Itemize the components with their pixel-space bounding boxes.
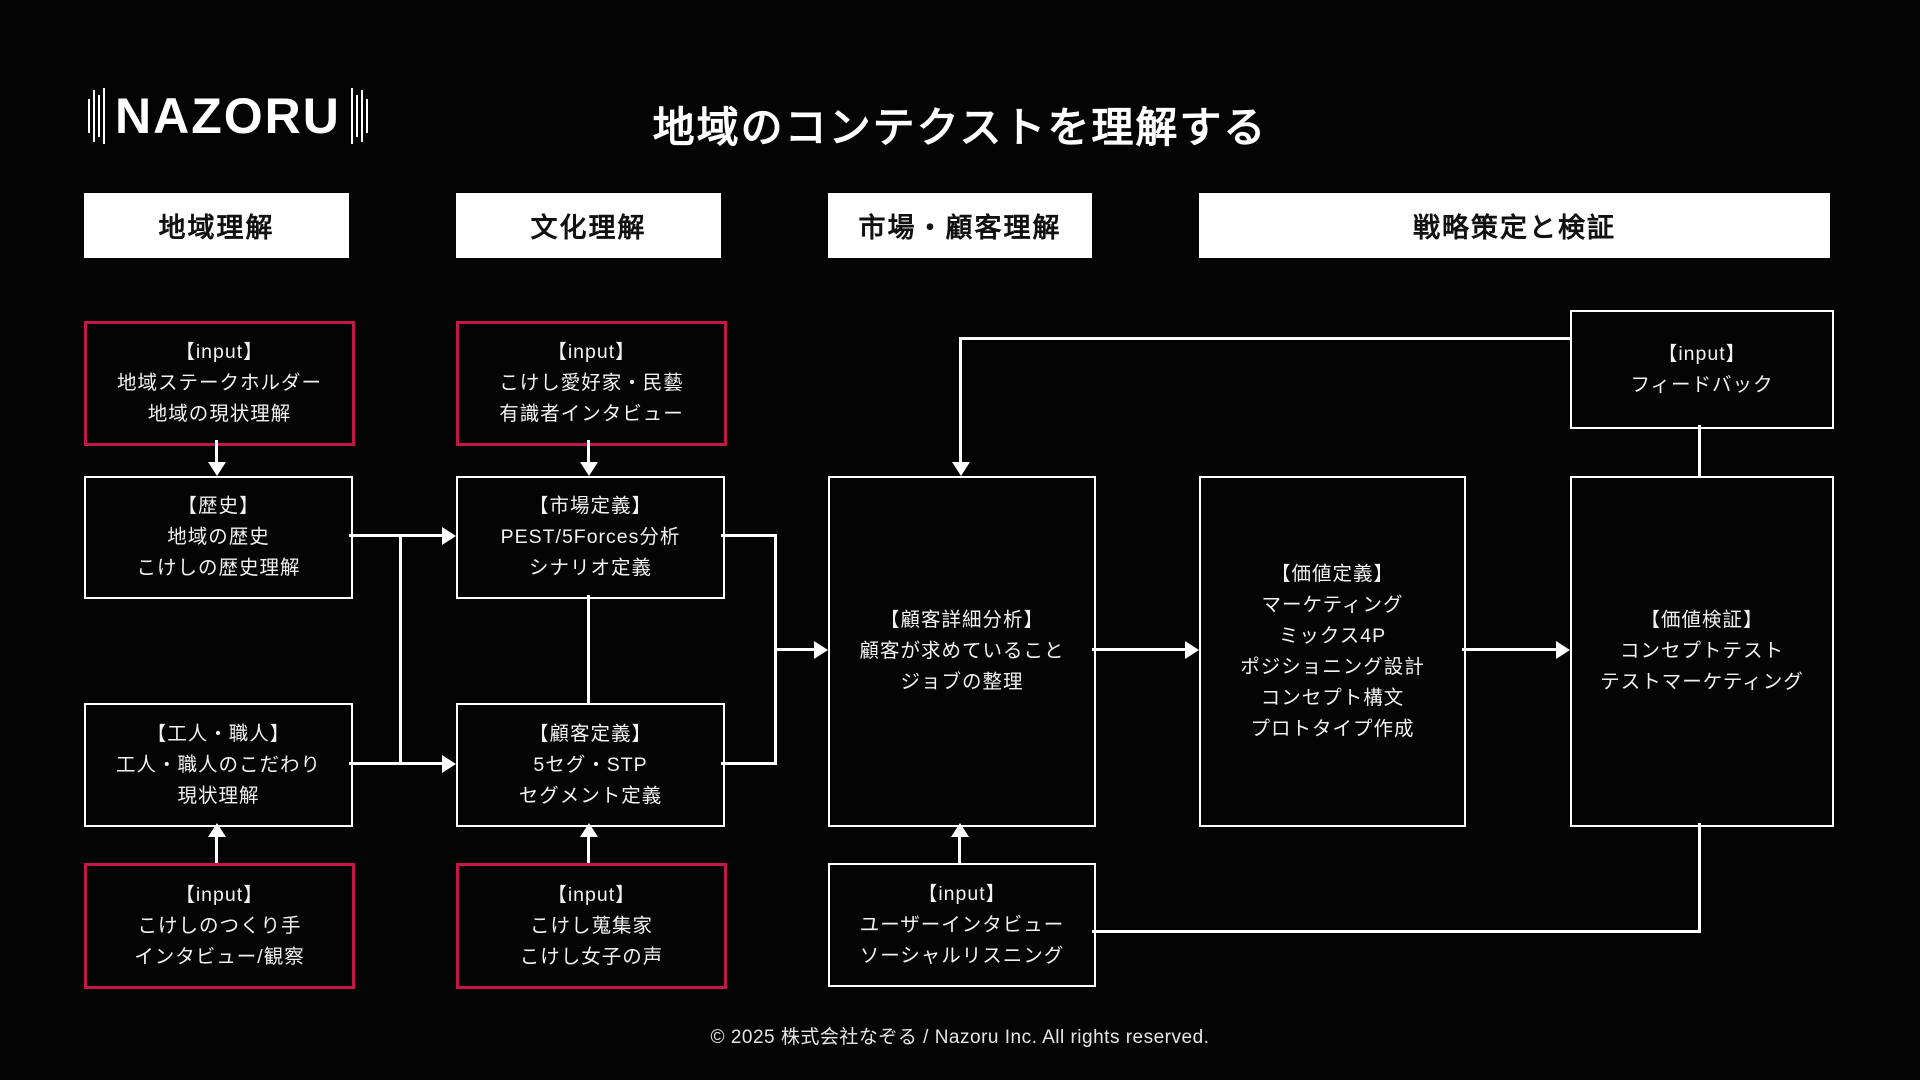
arrowhead-up-icon [951,823,969,837]
logo-text: NAZORU [115,88,341,144]
node-market-definition: 【市場定義】 PEST/5Forces分析 シナリオ定義 [456,476,725,599]
connector-market-to-merge [721,534,777,537]
connector-enthusiast-to-market [587,440,590,464]
arrowhead-down-icon [580,462,598,476]
arrowhead-right-icon [814,640,828,659]
phase-header-region: 地域理解 [84,193,349,258]
connector-valuedef-to-valuetest [1462,648,1557,651]
connector-craftsman-to-customerdef [349,762,444,765]
connector-userinput-to-analysis [958,837,961,863]
connector-collector-to-customerdef [587,837,590,863]
arrowhead-up-icon [208,823,226,837]
node-craftsman: 【工人・職人】 工人・職人のこだわり 現状理解 [84,703,353,827]
connector-crosslink-vertical [399,534,402,765]
arrowhead-up-icon [580,823,598,837]
connector-history-to-market [349,534,444,537]
node-value-test: 【価値検証】 コンセプトテスト テストマーケティング [1570,476,1834,827]
node-customer-analysis: 【顧客詳細分析】 顧客が求めていること ジョブの整理 [828,476,1096,827]
node-input-kokeshi-maker: 【input】 こけしのつくり手 インタビュー/観察 [84,863,355,989]
arrowhead-down-icon [952,462,970,476]
node-input-region-stakeholder: 【input】 地域ステークホルダー 地域の現状理解 [84,321,355,446]
arrowhead-right-icon [1185,640,1199,659]
node-input-enthusiast: 【input】 こけし愛好家・民藝 有識者インタビュー [456,321,727,446]
node-history: 【歴史】 地域の歴史 こけしの歴史理解 [84,476,353,599]
connector-valuetest-to-userinput [1092,930,1701,933]
connector-market-to-customerdef [587,595,590,703]
phase-header-strategy: 戦略策定と検証 [1199,193,1830,258]
connector-feedback-horizontal [959,337,1570,340]
logo-stripes-left-icon [88,88,105,144]
logo-stripes-right-icon [350,88,368,144]
arrowhead-down-icon [208,462,226,476]
node-customer-definition: 【顧客定義】 5セグ・STP セグメント定義 [456,703,725,827]
node-input-user-interview: 【input】 ユーザーインタビュー ソーシャルリスニング [828,863,1096,987]
node-input-feedback: 【input】 フィードバック [1570,310,1834,429]
arrowhead-right-icon [442,754,456,773]
arrowhead-right-icon [442,526,456,545]
arrowhead-right-icon [1556,640,1570,659]
connector-input-region-to-history [215,440,218,464]
connector-analysis-to-valuedef [1092,648,1186,651]
connector-input-maker-to-craftsman [215,837,218,863]
connector-valuetest-bottom-vertical [1698,823,1701,933]
connector-merge-to-analysis [774,648,815,651]
connector-customerdef-to-merge [721,762,777,765]
phase-header-market: 市場・顧客理解 [828,193,1092,258]
nazoru-logo: NAZORU [88,88,368,144]
node-value-definition: 【価値定義】 マーケティング ミックス4P ポジショニング設計 コンセプト構文 … [1199,476,1466,827]
connector-feedback-vertical [959,337,962,462]
connector-feedback-to-valuetest [1698,425,1701,476]
page-title: 地域のコンテクストを理解する [652,104,1268,151]
copyright-text: © 2025 株式会社なぞる / Nazoru Inc. All rights … [710,1027,1210,1048]
node-input-collector: 【input】 こけし蒐集家 こけし女子の声 [456,863,727,989]
phase-header-culture: 文化理解 [456,193,721,258]
